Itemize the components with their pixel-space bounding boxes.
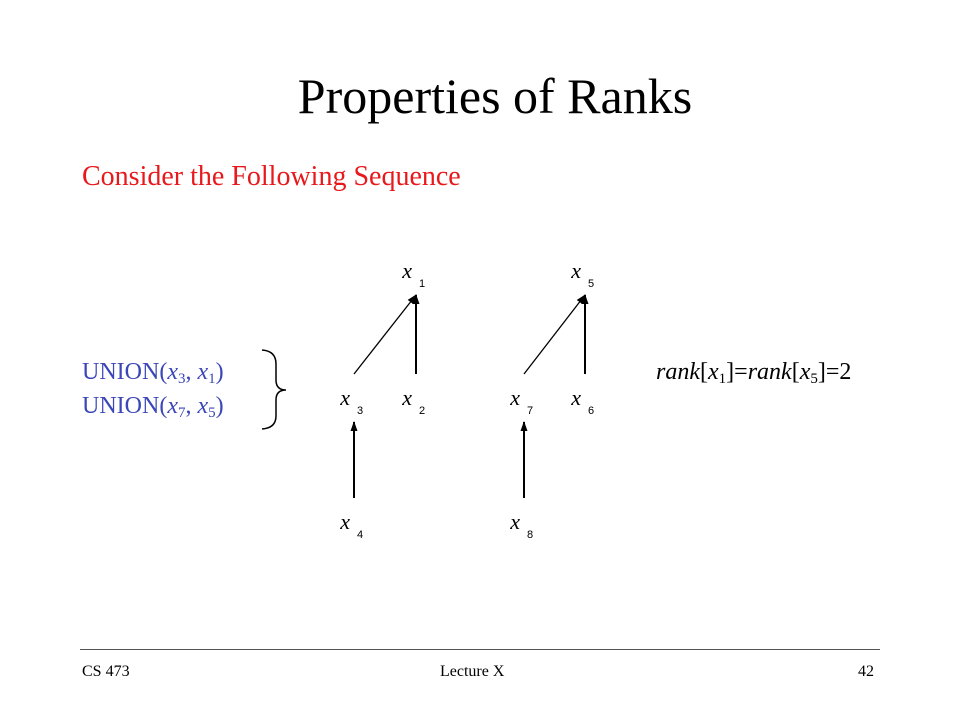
node-subscript: 6	[588, 405, 594, 417]
node-variable: x	[570, 258, 581, 283]
slide-subtitle: Consider the Following Sequence	[82, 161, 461, 192]
grouping-brace	[261, 349, 287, 430]
node-subscript: 5	[588, 278, 594, 290]
tree-node-x3: x3	[339, 385, 363, 417]
operation-name: UNION	[82, 393, 160, 419]
node-variable: x	[401, 258, 412, 283]
node-variable: x	[509, 509, 520, 534]
node-subscript: 2	[419, 405, 425, 417]
union-operation-1: UNION(x3, x1)	[82, 359, 224, 387]
node-variable: x	[339, 509, 350, 534]
operand-sub: 1	[208, 371, 216, 387]
node-variable: x	[339, 385, 350, 410]
rank-fn: rank	[656, 359, 700, 385]
slide-title: Properties of Ranks	[297, 68, 693, 124]
tree-node-x4: x4	[339, 509, 363, 541]
edge-x3-to-x1	[353, 294, 417, 375]
rank-value: 2	[839, 359, 852, 385]
node-variable: x	[509, 385, 520, 410]
node-subscript: 1	[419, 278, 425, 290]
operand-sub: 5	[208, 405, 216, 421]
operand-sub: 3	[177, 371, 186, 387]
operation-name: UNION	[82, 359, 160, 385]
tree-node-x2: x2	[401, 385, 425, 417]
union-operation-2: UNION(x7, x5)	[82, 393, 224, 421]
operand-var: x	[197, 393, 209, 419]
footer-course: CS 473	[82, 663, 130, 680]
tree-node-x5: x5	[570, 258, 594, 290]
edge-x7-to-x5	[523, 294, 586, 375]
operand-var: x	[167, 393, 178, 419]
rank-sub: 5	[810, 371, 818, 387]
rank-sub: 1	[718, 371, 727, 387]
node-subscript: 8	[527, 529, 533, 541]
rank-statement: rank[x1]=rank[x5]=2	[656, 359, 852, 387]
footer-page-number: 42	[858, 663, 874, 680]
node-subscript: 7	[527, 405, 533, 417]
operand-sub: 7	[177, 405, 186, 421]
tree-node-x1: x1	[401, 258, 425, 290]
rank-var: x	[799, 359, 811, 385]
node-variable: x	[401, 385, 412, 410]
footer-divider	[80, 649, 880, 650]
node-subscript: 4	[357, 529, 363, 541]
node-subscript: 3	[357, 405, 363, 417]
node-variable: x	[570, 385, 581, 410]
tree-node-x6: x6	[570, 385, 594, 417]
rank-var: x	[708, 359, 719, 385]
rank-fn: rank	[747, 359, 792, 385]
tree-node-x8: x8	[509, 509, 533, 541]
operand-var: x	[167, 359, 178, 385]
footer-lecture: Lecture X	[440, 663, 505, 680]
operand-var: x	[197, 359, 209, 385]
tree-node-x7: x7	[509, 385, 533, 417]
